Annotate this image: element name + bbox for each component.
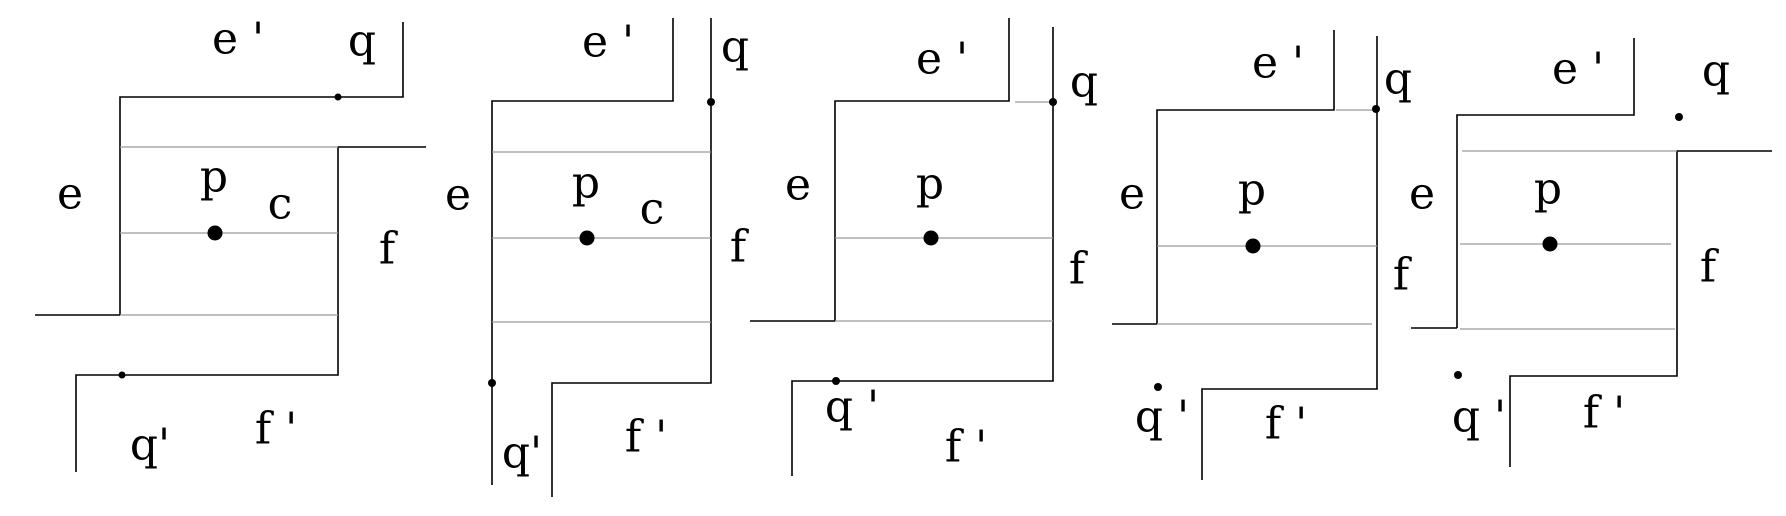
label-q: q — [1070, 57, 1098, 108]
label-q: q — [348, 16, 376, 67]
point-q — [334, 93, 342, 101]
top-boundary-e-prime — [119, 22, 404, 315]
label-q-prime: q ' — [1135, 392, 1189, 443]
panel-3: e e ' q p f f ' q ' — [750, 18, 1098, 476]
label-e-prime: e ' — [1552, 44, 1604, 95]
point-q-prime — [832, 377, 840, 385]
label-e: e — [785, 160, 811, 211]
label-p: p — [916, 159, 944, 210]
point-q — [707, 98, 715, 106]
point-p — [207, 225, 223, 241]
label-e: e — [57, 169, 83, 220]
point-q-prime — [488, 379, 496, 387]
point-q — [1675, 113, 1683, 121]
label-p: p — [1534, 164, 1562, 215]
point-p — [1245, 238, 1261, 254]
right-boundary-f — [75, 146, 426, 472]
label-p: p — [1238, 165, 1266, 216]
label-q-prime: q ' — [825, 382, 879, 433]
label-f-prime: f ' — [1265, 399, 1307, 450]
top-boundary-e-prime — [1156, 30, 1335, 324]
label-q-prime: q ' — [1452, 392, 1506, 443]
label-f-prime: f ' — [1583, 388, 1625, 439]
label-e-prime: e ' — [1252, 38, 1304, 89]
label-f: f — [379, 224, 398, 275]
label-f: f — [1393, 250, 1412, 301]
label-e-prime: e ' — [916, 34, 968, 85]
label-c: c — [640, 184, 665, 235]
label-q: q — [1702, 46, 1730, 97]
label-q: q — [1384, 54, 1412, 105]
label-q-prime: q' — [130, 420, 170, 471]
label-q-prime: q' — [502, 428, 542, 479]
top-boundary-e-prime — [1456, 38, 1635, 328]
label-e: e — [1119, 169, 1145, 220]
top-boundary-e-prime — [834, 18, 1010, 321]
label-q: q — [721, 22, 749, 73]
right-boundary-f — [791, 27, 1054, 476]
label-e: e — [1409, 169, 1435, 220]
label-f: f — [1700, 242, 1719, 293]
label-f: f — [1069, 244, 1088, 295]
panel-5: e e ' q p f f ' q ' — [1409, 38, 1772, 467]
point-q — [1372, 105, 1380, 113]
point-q-prime — [1154, 383, 1162, 391]
panel-2: e e ' q p c f f ' q' — [445, 17, 749, 497]
label-e: e — [445, 170, 471, 221]
right-boundary-f — [551, 18, 712, 497]
label-p: p — [572, 158, 600, 209]
label-p: p — [200, 152, 228, 203]
panel-1: e e ' q p c f f ' q' — [35, 14, 426, 472]
label-f: f — [730, 222, 749, 273]
point-q-prime — [118, 371, 126, 379]
label-f-prime: f ' — [625, 412, 667, 463]
label-e-prime: e ' — [212, 14, 264, 65]
point-p — [579, 230, 595, 246]
label-e-prime: e ' — [582, 17, 634, 68]
right-boundary-f — [1201, 36, 1378, 480]
right-boundary-f — [1509, 150, 1772, 467]
label-f-prime: f ' — [255, 404, 297, 455]
point-p — [1542, 236, 1558, 252]
point-q — [1049, 98, 1057, 106]
point-p — [923, 230, 939, 246]
label-c: c — [268, 179, 293, 230]
point-q-prime — [1454, 371, 1462, 379]
panel-4: e e ' q p f f ' q ' — [1112, 30, 1412, 480]
top-boundary-e-prime — [491, 18, 674, 485]
label-f-prime: f ' — [945, 422, 987, 473]
